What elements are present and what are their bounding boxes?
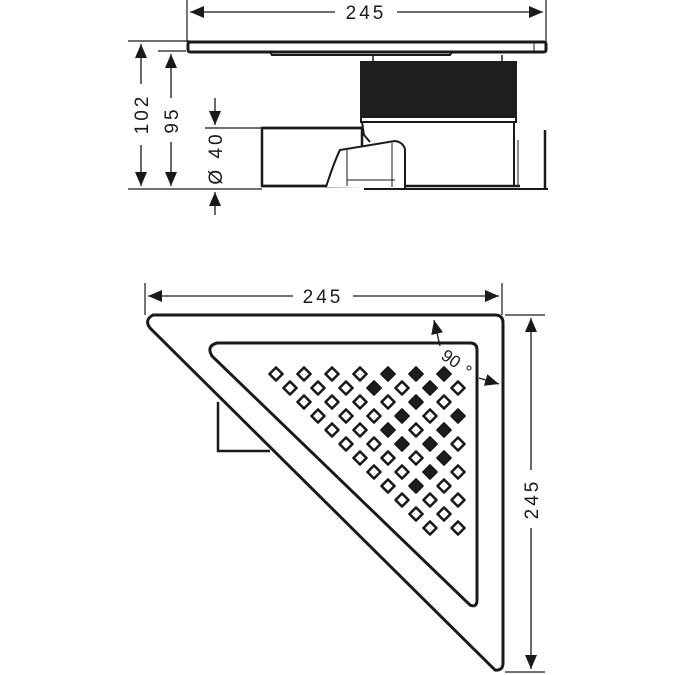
grate-hole [450, 492, 466, 508]
cover-plate [186, 40, 548, 54]
grate-hole [436, 506, 452, 522]
grate-hole [436, 478, 452, 494]
grate-hole [422, 408, 438, 424]
grate-hole [394, 436, 410, 452]
grate-hole [422, 436, 438, 452]
grate-hole [408, 450, 424, 466]
grate-hole [394, 464, 410, 480]
side-width-dimension: 245 [186, 0, 547, 42]
grate-hole [436, 366, 452, 382]
grate-hole [380, 366, 396, 382]
grate-hole [366, 408, 382, 424]
height-95-label: 95 [162, 106, 183, 133]
grate-hole [352, 366, 368, 382]
grate-hole [422, 520, 438, 536]
threaded-body [360, 61, 517, 117]
top-view: 245 245 90 [144, 283, 545, 673]
grate-hole [394, 408, 410, 424]
grate-hole [450, 380, 466, 396]
grate-hole [450, 520, 466, 536]
grate-hole [394, 492, 410, 508]
grate-hole [408, 506, 424, 522]
grate-hole [422, 380, 438, 396]
grate-hole [352, 394, 368, 410]
grate-hole [436, 450, 452, 466]
grate-hole [366, 464, 382, 480]
grate-hole [380, 422, 396, 438]
grate-hole [338, 380, 354, 396]
grate-hole [380, 478, 396, 494]
grate-hole [296, 394, 312, 410]
outlet-diameter-label: Ø 40 [206, 131, 227, 184]
grate-hole [366, 436, 382, 452]
grate-hole [324, 394, 340, 410]
top-height-dimension: 245 [505, 314, 545, 673]
top-width-dimension: 245 [144, 283, 503, 315]
grate-hole [282, 380, 298, 396]
grate-hole [408, 422, 424, 438]
grate-hole [352, 450, 368, 466]
inner-grate [208, 341, 479, 608]
grate-hole [394, 380, 410, 396]
grate-hole [352, 422, 368, 438]
grate-hole [380, 450, 396, 466]
grate-hole [338, 436, 354, 452]
grate-hole [268, 366, 284, 382]
grate-hole [408, 478, 424, 494]
grate-hole [310, 380, 326, 396]
grate-hole [436, 422, 452, 438]
height-102-label: 102 [132, 94, 153, 135]
top-height-label: 245 [522, 479, 543, 520]
outlet-elbow [325, 139, 406, 188]
side-width-label: 245 [346, 3, 387, 24]
grate-hole [296, 366, 312, 382]
grate-hole [422, 464, 438, 480]
grate-hole [408, 366, 424, 382]
mounting-bracket [216, 402, 270, 453]
grate-hole [408, 394, 424, 410]
grate-hole [324, 422, 340, 438]
height-dimensions: 102 95 Ø 40 [128, 40, 262, 215]
grate-hole [324, 366, 340, 382]
grate-hole [422, 492, 438, 508]
grate-holes [268, 366, 466, 536]
grate-hole [380, 394, 396, 410]
grate-hole [310, 408, 326, 424]
grate-hole [450, 436, 466, 452]
top-width-label: 245 [303, 287, 344, 308]
grate-hole [366, 380, 382, 396]
grate-hole [450, 464, 466, 480]
grate-hole [436, 394, 452, 410]
side-view: 245 [128, 0, 548, 215]
grate-hole [450, 408, 466, 424]
grate-hole [338, 408, 354, 424]
